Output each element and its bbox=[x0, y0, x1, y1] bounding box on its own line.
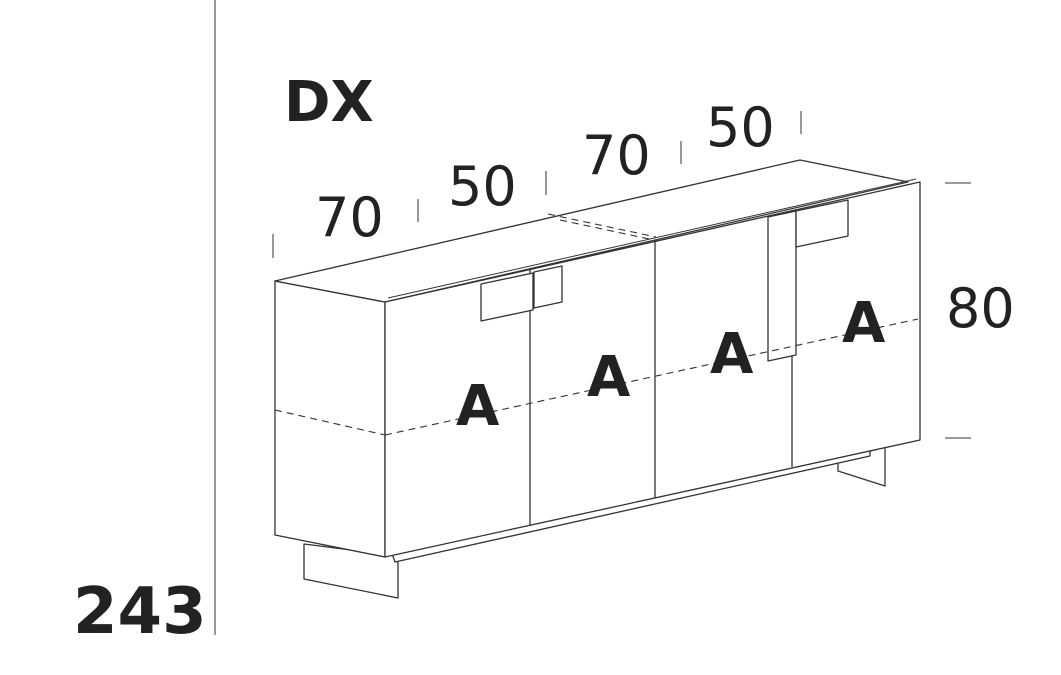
width-label-4: 50 bbox=[706, 96, 775, 159]
handle-door-2 bbox=[533, 265, 563, 309]
handle-door-1 bbox=[480, 272, 534, 322]
side-label: DX bbox=[284, 70, 374, 135]
height-label: 80 bbox=[946, 277, 1015, 340]
side-dashed-line bbox=[274, 409, 386, 436]
front-dashed-line bbox=[384, 318, 919, 436]
handle-door-3-vertical bbox=[767, 210, 797, 362]
sideboard bbox=[274, 159, 921, 599]
left-side-panel bbox=[274, 280, 386, 558]
width-label-1: 70 bbox=[315, 186, 384, 249]
door-label-4: A bbox=[842, 291, 886, 356]
front-top-edge bbox=[387, 178, 917, 299]
door-label-2: A bbox=[587, 345, 631, 410]
top-dashed-divider bbox=[547, 213, 669, 244]
door-label-3: A bbox=[710, 322, 754, 387]
total-width-label: 243 bbox=[73, 575, 207, 649]
width-ticks bbox=[272, 111, 802, 258]
width-label-2: 50 bbox=[448, 155, 517, 218]
door-label-1: A bbox=[456, 374, 500, 439]
width-label-3: 70 bbox=[582, 124, 651, 187]
handle-door-4 bbox=[795, 199, 849, 248]
top-surface bbox=[274, 159, 909, 303]
